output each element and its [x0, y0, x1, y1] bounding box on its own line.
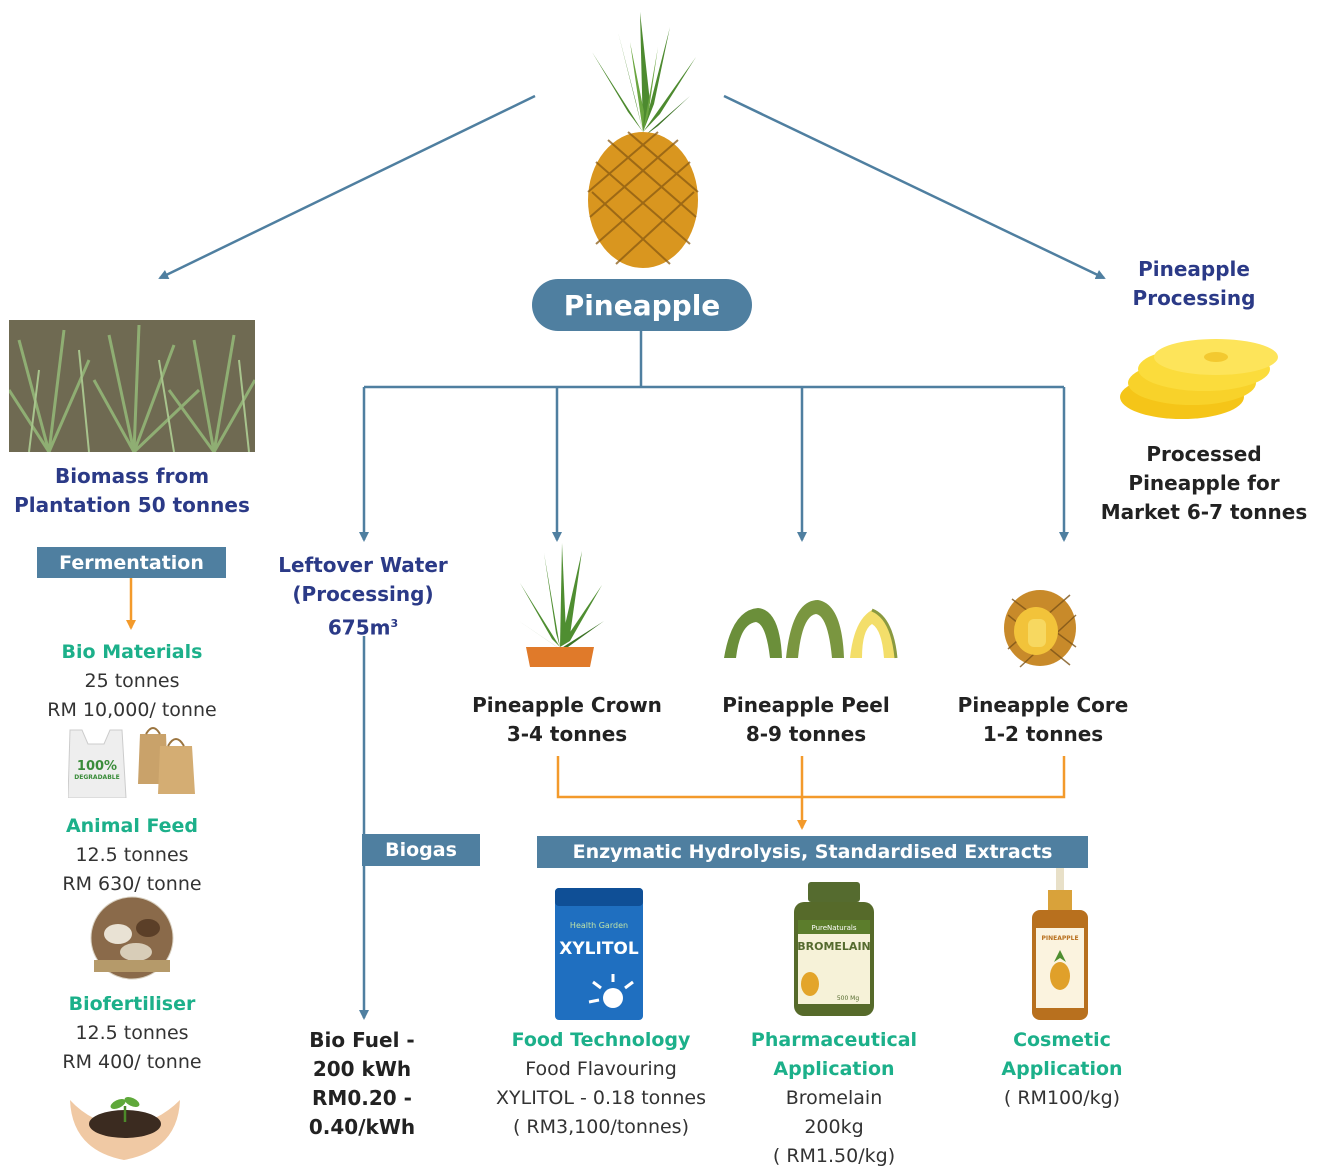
xylitol-brand: Health Garden	[570, 921, 628, 930]
enzymatic-banner: Enzymatic Hydrolysis, Standardised Extra…	[537, 836, 1088, 868]
animal-feed-block: Animal Feed 12.5 tonnes RM 630/ tonne	[0, 812, 264, 899]
biomaterials-block: Bio Materials 25 tonnes RM 10,000/ tonne	[0, 638, 264, 725]
cosmetic-title: Cosmetic	[1013, 1029, 1111, 1051]
cosmetic-title-line2: Application	[1001, 1058, 1123, 1080]
biomaterials-amount: 25 tonnes	[84, 670, 180, 692]
food-flavouring-text: Food Flavouring	[525, 1058, 677, 1080]
bromelain-text: Bromelain	[785, 1087, 883, 1109]
pineapple-title-pill: Pineapple	[532, 279, 752, 331]
crown-image	[516, 543, 604, 667]
seedling-hands-image	[70, 1097, 180, 1160]
xylitol-pack-image: Health Garden XYLITOL	[555, 888, 643, 1020]
bromelain-bottle-image: PureNaturals BROMELAIN 500 Mg	[794, 882, 874, 1016]
fermentation-label: Fermentation	[59, 551, 204, 574]
food-technology-block: Food Technology Food Flavouring XYLITOL …	[472, 1026, 730, 1142]
biomass-heading: Biomass from Plantation 50 tonnes	[0, 462, 264, 520]
pharmaceutical-block: Pharmaceutical Application Bromelain 200…	[728, 1026, 940, 1171]
biofuel-block: Bio Fuel - 200 kWh RM0.20 - 0.40/kWh	[262, 1026, 462, 1142]
core-name: Pineapple Core	[957, 693, 1129, 717]
xylitol-name: XYLITOL	[559, 939, 639, 959]
bromelain-amount: 200kg	[804, 1116, 864, 1138]
cattle-image	[90, 896, 174, 980]
arrow-to-biomass	[158, 94, 536, 280]
bag-label-top: 100%	[77, 759, 117, 774]
biomass-heading-line1: Biomass from	[54, 464, 210, 488]
peel-caption: Pineapple Peel 8-9 tonnes	[696, 691, 916, 749]
processing-heading-line1: Pineapple	[1138, 257, 1250, 281]
animal-feed-amount: 12.5 tonnes	[75, 844, 189, 866]
bromelain-name: BROMELAIN	[797, 940, 871, 953]
biomaterials-title: Bio Materials	[61, 641, 203, 663]
processing-heading: Pineapple Processing	[1094, 255, 1294, 313]
food-technology-title: Food Technology	[511, 1029, 691, 1051]
biofertiliser-amount: 12.5 tonnes	[75, 1022, 189, 1044]
peel-amount: 8-9 tonnes	[745, 722, 867, 746]
bags-image: 100% DEGRADABLE	[68, 727, 195, 798]
biofuel-line4: 0.40/kWh	[308, 1115, 416, 1139]
cosmetic-price: ( RM100/kg)	[1003, 1087, 1121, 1109]
water-volume: 675m3	[252, 609, 474, 643]
bromelain-brand: PureNaturals	[811, 924, 856, 932]
core-amount: 1-2 tonnes	[982, 722, 1104, 746]
bag-label-bottom: DEGRADABLE	[74, 774, 119, 781]
core-caption: Pineapple Core 1-2 tonnes	[940, 691, 1146, 749]
xylitol-price: ( RM3,100/tonnes)	[512, 1116, 689, 1138]
pineapple-title: Pineapple	[563, 288, 721, 322]
water-volume-value: 675m	[327, 615, 391, 640]
arrow-to-processing	[723, 94, 1106, 280]
core-image	[1004, 590, 1077, 668]
biomass-heading-line2: Plantation 50 tonnes	[14, 493, 250, 517]
cosmetic-block: Cosmetic Application ( RM100/kg)	[966, 1026, 1158, 1113]
water-heading-line2: (Processing)	[292, 582, 434, 606]
xylitol-amount: XYLITOL - 0.18 tonnes	[496, 1087, 706, 1109]
processing-heading-line2: Processing	[1132, 286, 1256, 310]
processed-caption: Processed Pineapple for Market 6-7 tonne…	[1090, 440, 1318, 527]
processed-caption-line1: Processed	[1146, 442, 1262, 466]
processed-caption-line3: Market 6-7 tonnes	[1100, 500, 1308, 524]
water-volume-unit-sup: 3	[390, 617, 399, 630]
water-heading: Leftover Water (Processing) 675m3	[252, 551, 474, 643]
pharmaceutical-title-line2: Application	[773, 1058, 895, 1080]
plantation-photo	[9, 320, 255, 452]
biofertiliser-price: RM 400/ tonne	[62, 1051, 202, 1073]
pineapple-image	[587, 12, 699, 268]
oil-label: PINEAPPLE	[1041, 935, 1078, 942]
crown-caption: Pineapple Crown 3-4 tonnes	[452, 691, 682, 749]
biomaterials-price: RM 10,000/ tonne	[47, 699, 217, 721]
pharmaceutical-title: Pharmaceutical	[750, 1029, 918, 1051]
water-heading-line1: Leftover Water	[278, 553, 448, 577]
biofertiliser-title: Biofertiliser	[68, 993, 196, 1015]
peel-image	[724, 600, 898, 659]
peel-name: Pineapple Peel	[722, 693, 890, 717]
enzymatic-label: Enzymatic Hydrolysis, Standardised Extra…	[572, 841, 1053, 863]
crown-name: Pineapple Crown	[472, 693, 662, 717]
pineapple-slices-image	[1120, 339, 1278, 419]
bromelain-dose: 500 Mg	[837, 995, 860, 1002]
pineapple-oil-bottle-image: PINEAPPLE	[1032, 868, 1088, 1020]
fermentation-banner: Fermentation	[37, 547, 226, 578]
animal-feed-price: RM 630/ tonne	[62, 873, 202, 895]
biofuel-line2: 200 kWh	[312, 1057, 412, 1081]
biofuel-line3: RM0.20 -	[312, 1086, 412, 1110]
biogas-banner: Biogas	[362, 834, 480, 866]
biofertiliser-block: Biofertiliser 12.5 tonnes RM 400/ tonne	[0, 990, 264, 1077]
animal-feed-title: Animal Feed	[65, 815, 199, 837]
biofuel-line1: Bio Fuel -	[309, 1028, 415, 1052]
processed-caption-line2: Pineapple for	[1128, 471, 1280, 495]
crown-amount: 3-4 tonnes	[506, 722, 628, 746]
bromelain-price: ( RM1.50/kg)	[772, 1145, 896, 1167]
biogas-label: Biogas	[385, 839, 457, 861]
